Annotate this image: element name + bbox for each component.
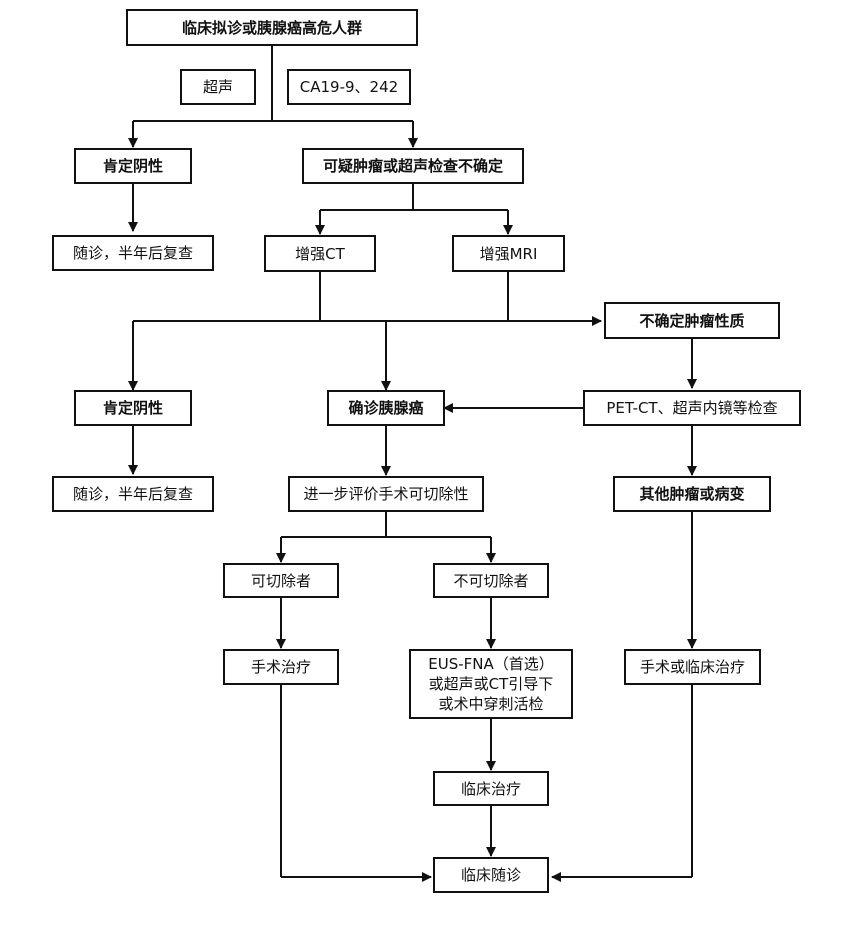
node-surgery: 手术治疗	[223, 649, 339, 685]
node-surgery-or-clinical: 手术或临床治疗	[624, 649, 761, 685]
node-uncertain-nature: 不确定肿瘤性质	[604, 302, 780, 339]
node-clinical-treatment: 临床治疗	[433, 771, 549, 806]
node-unresectable: 不可切除者	[433, 563, 549, 598]
node-other-tumor: 其他肿瘤或病变	[613, 476, 771, 512]
node-evaluate-resectability: 进一步评价手术可切除性	[288, 476, 484, 512]
node-pet-ct: PET-CT、超声内镜等检查	[583, 390, 801, 426]
node-biopsy: EUS-FNA（首选） 或超声或CT引导下 或术中穿刺活检	[409, 649, 573, 719]
node-resectable: 可切除者	[223, 563, 339, 598]
node-top: 临床拟诊或胰腺癌高危人群	[126, 9, 418, 46]
node-markers: CA19-9、242	[287, 69, 411, 105]
node-followup-2: 随诊，半年后复查	[52, 476, 214, 512]
node-followup-1: 随诊，半年后复查	[52, 235, 214, 271]
node-enhanced-ct: 增强CT	[264, 235, 376, 272]
node-clinical-followup: 临床随诊	[433, 857, 549, 893]
node-negative-1: 肯定阴性	[74, 148, 192, 184]
node-confirmed-cancer: 确诊胰腺癌	[327, 390, 445, 426]
node-negative-2: 肯定阴性	[74, 390, 192, 426]
node-suspect: 可疑肿瘤或超声检查不确定	[302, 148, 524, 184]
node-ultrasound: 超声	[180, 69, 256, 105]
node-enhanced-mri: 增强MRI	[452, 235, 565, 272]
